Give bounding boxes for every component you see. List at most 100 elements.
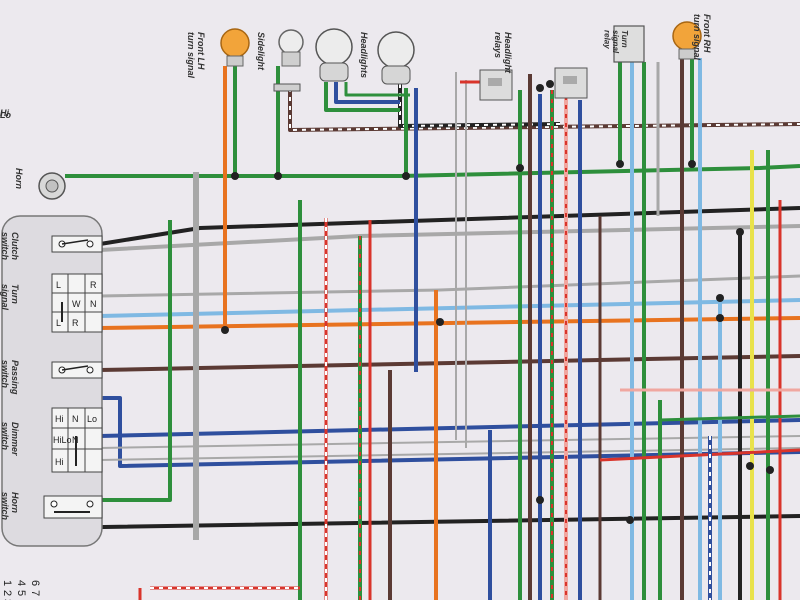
ts-cell-6: L	[56, 318, 61, 328]
passing-switch-label: Passingswitch	[0, 360, 20, 395]
clutch-switch	[51, 235, 103, 253]
wire	[334, 82, 400, 104]
junction-dot	[546, 80, 554, 88]
label-line: relays	[493, 32, 503, 58]
turn-signal-relay-label: Turnsignalrelay	[602, 30, 629, 54]
label-line: signal	[0, 284, 10, 311]
label-line: turn signal	[692, 14, 702, 61]
label-line: Headlights	[359, 32, 369, 78]
page-number-1: 1	[1, 580, 13, 586]
label-line: switch	[0, 360, 10, 389]
turn-signal-relay-icon	[613, 25, 645, 63]
wire	[99, 274, 800, 298]
label-line: Passing	[10, 360, 20, 395]
sidelight-icon	[273, 29, 304, 92]
label-line: Turn	[10, 284, 20, 304]
label-line: relay	[602, 30, 611, 49]
junction-dot	[736, 228, 744, 236]
label-line: Dimmer	[10, 422, 20, 456]
wire	[65, 164, 800, 178]
ts-cell-2: N	[90, 299, 97, 309]
turn-signal-switch-grid: R N L W R L	[51, 273, 103, 333]
junction-dot	[716, 294, 724, 302]
wire	[324, 82, 400, 112]
junction-dot	[402, 172, 410, 180]
clutch-switch-label: Clutchswitch	[0, 232, 20, 261]
junction-dot	[626, 516, 634, 524]
sidelight-label: Sidelight	[256, 32, 266, 71]
horn-switch	[43, 495, 103, 519]
label-line: Sidelight	[256, 32, 266, 71]
relay-hi-label: Hi	[0, 108, 9, 118]
junction-dot	[746, 462, 754, 470]
wire	[100, 220, 172, 502]
headlight-relay-lo	[479, 69, 513, 101]
wire	[659, 414, 800, 422]
junction-dot	[688, 160, 696, 168]
wire	[99, 418, 800, 438]
front-lh-turn-signal-icon	[220, 28, 250, 67]
page-number-2: 2	[1, 590, 13, 596]
label-line: switch	[0, 422, 10, 451]
junction-dot	[716, 314, 724, 322]
junction-dot	[766, 466, 774, 474]
dim-cell-2: N	[72, 414, 79, 424]
label-line: Front RH	[702, 14, 712, 53]
wire	[99, 206, 800, 246]
headlights-label: Headlights	[359, 32, 369, 78]
wire	[38, 504, 800, 530]
junction-dot	[536, 496, 544, 504]
wire	[99, 298, 800, 318]
dim-cell-6: Hi	[55, 457, 64, 467]
junction-dot	[436, 318, 444, 326]
junction-dot	[231, 172, 239, 180]
front-rh-turn-signal-label: Front RHturn signal	[692, 14, 712, 61]
front-lh-turn-signal-label: Front LHturn signal	[186, 32, 206, 79]
label-line: switch	[0, 492, 10, 521]
wires-layer	[38, 58, 800, 600]
ts-cell-5: R	[72, 318, 79, 328]
page-number-5: 5	[15, 590, 27, 596]
label-line: Hi	[0, 108, 9, 118]
wire	[99, 354, 800, 372]
wire	[100, 396, 800, 468]
turn-signal-switch-label: Turnsignalswitch	[0, 284, 20, 313]
dim-cell-5: HiLo	[53, 435, 72, 445]
label-line: Lo	[0, 110, 11, 120]
horn-icon	[38, 172, 66, 200]
wire	[99, 316, 800, 330]
headlight-relay-hi	[554, 67, 588, 99]
label-line: turn signal	[186, 32, 196, 79]
label-line: Headlight	[503, 32, 513, 74]
dim-cell-3: Hi	[55, 414, 64, 424]
label-line: Front LH	[196, 32, 206, 70]
front-rh-turn-signal-icon	[672, 21, 702, 60]
label-line: switch	[0, 232, 10, 261]
label-line: Turn	[620, 30, 629, 48]
label-line: Horn	[10, 492, 20, 513]
dim-cell-1: Lo	[87, 414, 97, 424]
junction-dot	[221, 326, 229, 334]
junction-dot	[616, 160, 624, 168]
wire	[398, 84, 561, 128]
ts-cell-4: W	[72, 299, 81, 309]
label-line: Horn	[14, 168, 24, 189]
page-number-6: 6	[29, 580, 41, 586]
headlight-right-icon	[377, 31, 415, 85]
headlight-left-icon	[315, 28, 353, 82]
dimmer-switch-label: Dimmerswitch	[0, 422, 20, 456]
label-line: Clutch	[10, 232, 20, 261]
page-number-4: 4	[15, 580, 27, 586]
wire	[344, 82, 410, 97]
ts-cell-3: L	[56, 280, 61, 290]
passing-switch	[51, 361, 103, 379]
horn-label: Horn	[14, 168, 24, 189]
junction-dot	[536, 84, 544, 92]
relay-lo-label: Lo	[0, 110, 11, 120]
label-line: signal	[611, 30, 620, 54]
headlight-relays-label: Headlightrelays	[493, 32, 513, 74]
wire	[599, 448, 800, 462]
page-number-7: 7	[29, 590, 41, 596]
horn-switch-label: Hornswitch	[0, 492, 20, 521]
